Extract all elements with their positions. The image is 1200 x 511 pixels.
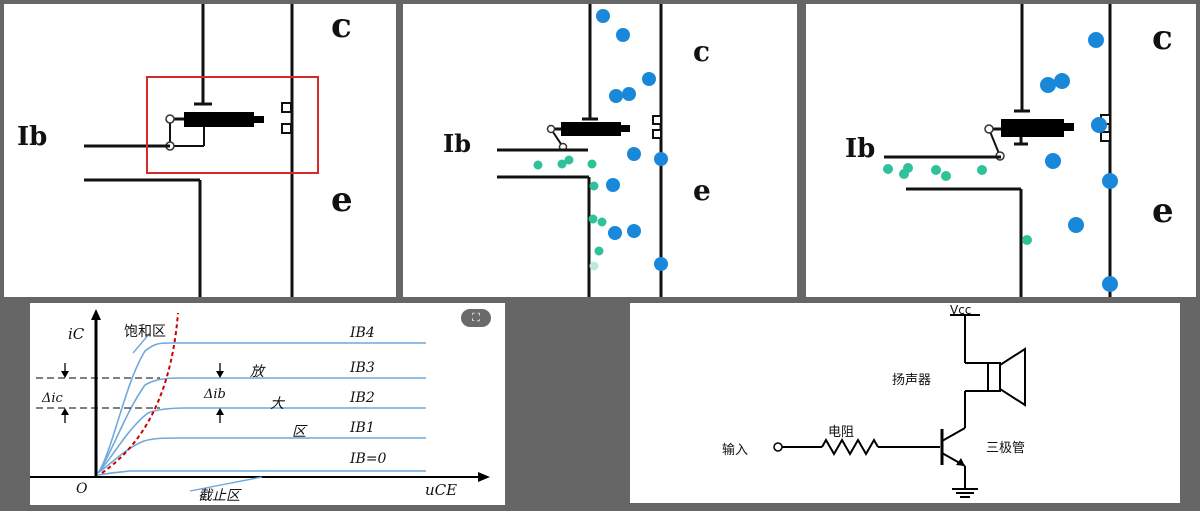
transistor-switch-panel-1: c e Ib [4,4,396,297]
curve-ib4 [97,342,426,474]
y-axis-label: iC [68,325,85,343]
curve-label-ib1: IB1 [350,420,375,436]
transistor-switch-panel-2: c e Ib [403,4,797,297]
collector-label: c [693,35,711,68]
saturation-region-label: 饱和区 [124,324,166,340]
collector-label: c [1152,18,1173,58]
input-terminal [773,442,783,452]
electron-dots-green [883,163,1032,245]
base-current-label: Ib [443,129,472,158]
highlight-box [146,76,319,174]
input-label: 输入 [722,443,749,458]
transistor-diagram-1 [84,4,319,297]
delta-ic-label: Δic [42,391,63,406]
vcc-label: Vcc [950,303,972,317]
curve-label-ib0: IB=0 [350,451,387,467]
curve-ib1 [97,437,426,474]
origin-label: O [76,481,88,497]
speaker-icon [987,347,1026,407]
amplifier-circuit-panel: Vcc 扬声器 电阻 输入 三极管 [630,303,1180,503]
base-current-label: Ib [845,134,876,164]
transistor-label: 三极管 [986,441,1026,456]
output-characteristics-chart [30,309,490,492]
delta-ib-label: Δib [204,387,226,402]
emitter-label: e [331,180,353,220]
ground-icon [952,488,978,498]
active-region-char-3: 区 [292,424,306,440]
transistor-switch-panel-3: c e Ib [806,4,1196,297]
curve-label-ib4: IB4 [350,325,375,341]
curve-ib0 [97,470,426,476]
active-region-char-2: 大 [270,396,284,412]
cutoff-region-label: 截止区 [198,488,240,504]
transistor-diagram-3 [883,4,1118,297]
resistor-label: 电阻 [828,425,855,440]
emitter-label: e [1152,191,1174,231]
collector-label: c [331,6,352,46]
x-axis-label: uCE [425,481,458,499]
speaker-label: 扬声器 [892,373,932,388]
gate-bar [184,112,254,127]
saturation-boundary [101,312,179,474]
electron-dots-green [533,155,607,271]
active-region-char-1: 放 [250,364,264,380]
curve-label-ib3: IB3 [350,360,375,376]
resistor-icon [821,437,879,457]
electron-dots-blue [596,9,668,271]
output-characteristics-panel: ⛶ iC uCE O 饱和区 截止区 放 大 区 Δic Δib IB4 IB3… [30,303,505,505]
emitter-label: e [693,174,711,207]
base-current-label: Ib [17,122,48,152]
transistor-icon [940,427,966,467]
ib-curves [97,342,426,476]
curve-label-ib2: IB2 [350,390,375,406]
transistor-diagram-2 [497,4,668,297]
expand-icon[interactable]: ⛶ [461,309,491,327]
curve-ib2 [97,407,426,474]
amplifier-circuit-diagram [773,314,1026,498]
electron-dots-blue [1040,32,1118,292]
